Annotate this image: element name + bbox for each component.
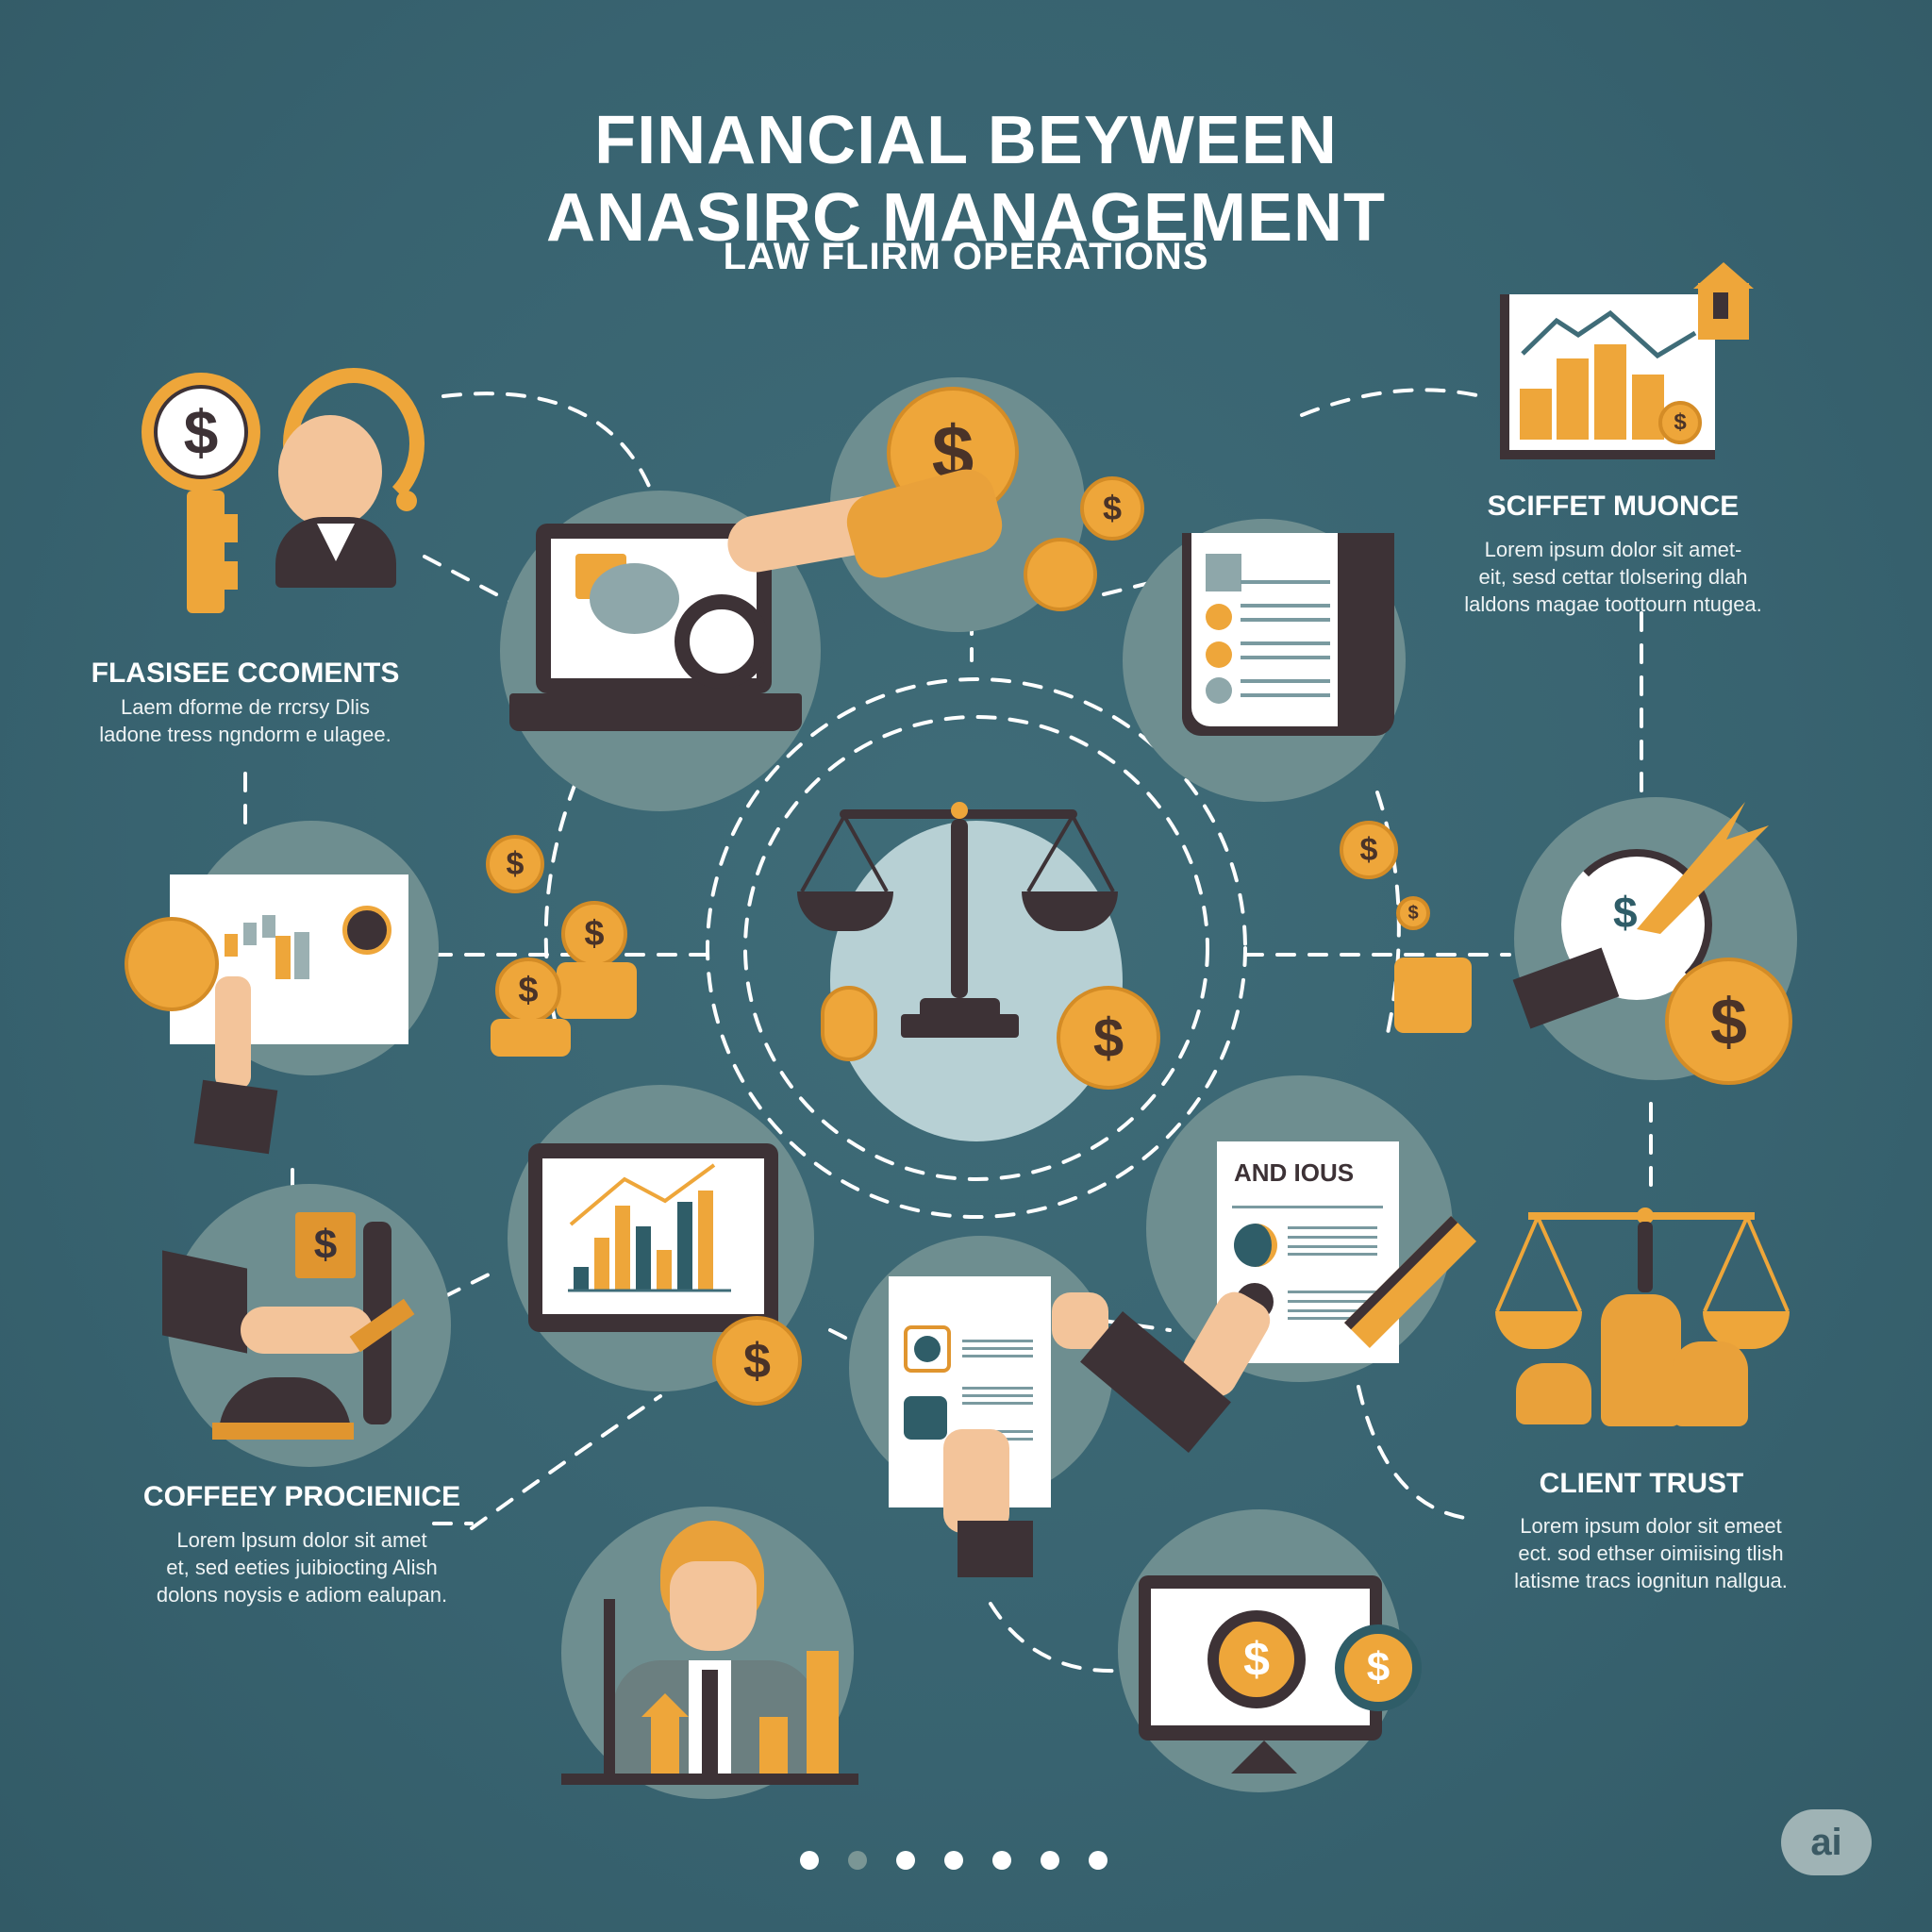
gauge-dollar-symbol: $ [1613, 888, 1638, 937]
body-line: Lorem ipsum dolor sit amet- [1484, 538, 1742, 561]
coin-stack-icon [1024, 538, 1097, 611]
section-heading-flasisee: FLASISEE CCOMENTS [91, 658, 400, 689]
section-heading-coffeey: COFFEEY PROCIENICE [142, 1481, 461, 1512]
body-line: ect. sod ethser oimiising tlish [1518, 1541, 1784, 1565]
broken-coin-icon [821, 986, 877, 1061]
ai-badge: ai [1781, 1809, 1872, 1875]
section-body-flasisee: Laem dforme de rrcrsy Dlis ladone tress … [57, 693, 434, 748]
floating-coin-icon: $ [1396, 896, 1430, 930]
coin-stack-icon: $ [495, 958, 561, 1024]
pagination-dot-current[interactable] [848, 1851, 867, 1870]
gauge-coin-icon: $ [1665, 958, 1792, 1085]
subtitle: LAW FLIRM OPERATIONS [723, 236, 1209, 277]
body-line: Lorem ipsum dolor sit emeet [1520, 1514, 1782, 1538]
coin-stack-icon: $ [561, 901, 627, 967]
pagination-dot[interactable] [992, 1851, 1011, 1870]
title-line-1: FINANCIAL BEYWEEN [594, 103, 1338, 178]
title-line-2: ANASIRC MANAGEMENT [546, 180, 1386, 256]
section-body-sciffet: Lorem ipsum dolor sit amet- eit, sesd ce… [1415, 536, 1811, 618]
key-dollar-symbol: $ [154, 385, 248, 479]
body-line: laldons magae toottourn ntugea. [1464, 592, 1762, 616]
pagination-dot[interactable] [896, 1851, 915, 1870]
body-line: ladone tress ngndorm e ulagee. [99, 723, 391, 746]
section-heading-client-trust: CLIENT TRUST [1539, 1468, 1744, 1499]
tag-dollar-symbol: $ [295, 1212, 356, 1278]
body-line: et, sed eeties juibiocting Alish [166, 1556, 438, 1579]
section-heading-sciffet: SCIFFET MUONCE [1487, 491, 1740, 522]
tablet-coin-icon: $ [712, 1316, 802, 1406]
floating-coin-icon: $ [1340, 821, 1398, 879]
monitor-side-coin: $ [1335, 1624, 1422, 1711]
pagination-dot[interactable] [800, 1851, 819, 1870]
body-line: latisme tracs iognitun nallgua. [1514, 1569, 1788, 1592]
body-line: Laem dforme de rrcrsy Dlis [120, 695, 371, 719]
pagination-dot[interactable] [1041, 1851, 1059, 1870]
coin-pile-icon [491, 1019, 571, 1057]
pagination-dot[interactable] [1089, 1851, 1108, 1870]
coin-pile-icon [1394, 958, 1472, 1033]
document-heading: AND IOUS [1234, 1158, 1355, 1187]
pagination-dots [800, 1851, 1108, 1870]
section-body-coffeey: Lorem lpsum dolor sit amet et, sed eetie… [104, 1526, 500, 1608]
section-body-client-trust: Lorem ipsum dolor sit emeet ect. sod eth… [1453, 1512, 1849, 1594]
body-line: eit, sesd cettar tlolsering dlah [1478, 565, 1748, 589]
floating-coin-icon: $ [486, 835, 544, 893]
body-line: dolons noysis e adiom ealupan. [156, 1583, 448, 1607]
center-coin-icon: $ [1057, 986, 1160, 1090]
chart-coin [125, 917, 219, 1011]
coin-small-icon: $ [1080, 476, 1144, 541]
pagination-dot[interactable] [944, 1851, 963, 1870]
chart-coin-icon: $ [1658, 401, 1702, 444]
coin-pile-icon [557, 962, 637, 1019]
body-line: Lorem lpsum dolor sit amet [176, 1528, 427, 1552]
